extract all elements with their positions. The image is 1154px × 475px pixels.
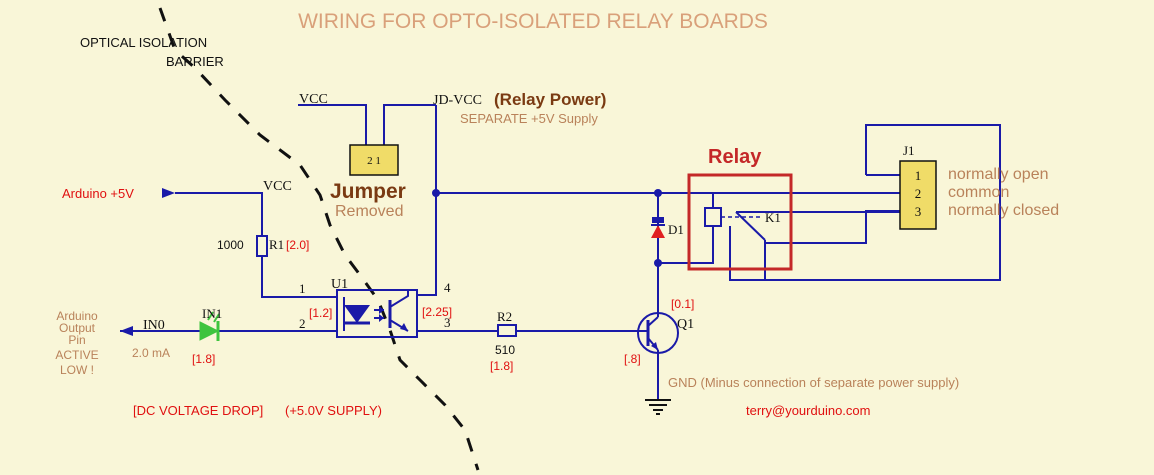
resistor-r1 bbox=[256, 235, 268, 257]
arduino-pin-line: Output bbox=[59, 321, 96, 335]
wire-r1-pin1 bbox=[261, 256, 337, 298]
wire-jdvcc-pin4 bbox=[417, 105, 437, 296]
u1-pin-3: 3 bbox=[444, 315, 451, 330]
relay-coil bbox=[704, 207, 722, 227]
jd-vcc-label: JD-VCC bbox=[433, 93, 482, 108]
j1-ref: J1 bbox=[903, 143, 915, 158]
email-label: terry@yourduino.com bbox=[746, 403, 870, 418]
arduino-5v-label: Arduino +5V bbox=[62, 186, 134, 201]
vcc-top-label: VCC bbox=[299, 92, 328, 107]
wire-k1-blade bbox=[735, 211, 766, 241]
connector-j1 bbox=[899, 160, 937, 230]
isolation-barrier bbox=[158, 7, 480, 471]
q1-be-drop: [.8] bbox=[624, 352, 641, 366]
r1-drop: [2.0] bbox=[286, 238, 309, 252]
u1-drop-in: [1.2] bbox=[309, 306, 332, 320]
isolation-label: OPTICAL ISOLATION bbox=[80, 35, 207, 50]
arduino-pin-line: Arduino bbox=[56, 309, 98, 323]
relay-title: Relay bbox=[708, 146, 762, 168]
j1-pin-2: 2 bbox=[915, 186, 922, 201]
r2-drop: [1.8] bbox=[490, 359, 513, 373]
r2-ref: R2 bbox=[497, 309, 512, 324]
diode-d1 bbox=[651, 217, 665, 238]
r2-value: 510 bbox=[495, 343, 515, 357]
jumper-status: Removed bbox=[335, 203, 403, 220]
optocoupler-u1 bbox=[336, 289, 418, 338]
junction-dot bbox=[654, 189, 662, 197]
arduino-pin-line: LOW ! bbox=[60, 363, 94, 377]
arduino-pin-line: Pin bbox=[68, 333, 85, 347]
barrier-label: BARRIER bbox=[166, 54, 224, 69]
junction-dot bbox=[432, 189, 440, 197]
junction-dot bbox=[654, 259, 662, 267]
u1-pin-4: 4 bbox=[444, 280, 451, 295]
j1-pin-3: 3 bbox=[915, 204, 922, 219]
q1-ce-drop: [0.1] bbox=[671, 297, 694, 311]
jumper-pins: 2 1 bbox=[367, 155, 381, 167]
wire-vcc-jumper bbox=[298, 104, 367, 145]
jumper-title: Jumper bbox=[330, 180, 406, 203]
vcc-left-label: VCC bbox=[263, 179, 292, 194]
relay-ref: K1 bbox=[765, 210, 781, 225]
arrow-arduino-5v bbox=[162, 188, 175, 198]
junctions bbox=[432, 189, 662, 267]
u1-drop-out: [2.25] bbox=[422, 305, 452, 319]
in1-drop: [1.8] bbox=[192, 352, 215, 366]
pin-label-normally-closed: normally closed bbox=[948, 202, 1059, 219]
resistor-r2 bbox=[497, 324, 517, 337]
q1-ref: Q1 bbox=[677, 317, 694, 332]
ground-note: GND (Minus connection of separate power … bbox=[668, 375, 959, 390]
in0-label: IN0 bbox=[143, 318, 165, 333]
wire-coil-bottom bbox=[658, 226, 714, 264]
led-in1 bbox=[199, 311, 220, 341]
relay-box bbox=[687, 173, 793, 271]
u1-pin-2: 2 bbox=[299, 316, 306, 331]
arduino-pin-label: Arduino Output Pin ACTIVE LOW ! bbox=[55, 309, 98, 377]
j1-pin-1: 1 bbox=[915, 168, 922, 183]
drop-note: [DC VOLTAGE DROP] bbox=[133, 403, 263, 418]
ground-symbol bbox=[645, 399, 671, 415]
r1-value: 1000 bbox=[217, 238, 244, 252]
relay-power-label: (Relay Power) bbox=[494, 90, 606, 109]
d1-ref: D1 bbox=[668, 222, 684, 237]
pin-label-common: common bbox=[948, 184, 1009, 201]
current-label: 2.0 mA bbox=[132, 346, 170, 360]
u1-pin-1: 1 bbox=[299, 281, 306, 296]
wire-jdvcc-jumper bbox=[383, 104, 436, 145]
page-title: WIRING FOR OPTO-ISOLATED RELAY BOARDS bbox=[298, 10, 768, 33]
transistor-q1 bbox=[637, 312, 679, 354]
supply-note: (+5.0V SUPPLY) bbox=[285, 403, 382, 418]
jumper-header bbox=[349, 144, 399, 176]
wires bbox=[120, 104, 1001, 400]
wire-k1-common bbox=[729, 226, 766, 281]
arrow-in0 bbox=[120, 326, 133, 336]
wire-k1-nc bbox=[765, 210, 900, 244]
r1-ref: R1 bbox=[269, 237, 284, 252]
arduino-pin-line: ACTIVE bbox=[55, 348, 98, 362]
pin-label-normally-open: normally open bbox=[948, 166, 1049, 183]
in1-ref: IN1 bbox=[202, 306, 222, 321]
separate-supply-label: SEPARATE +5V Supply bbox=[460, 111, 598, 126]
wire-vcc-r1 bbox=[175, 192, 263, 236]
u1-ref: U1 bbox=[331, 277, 348, 292]
wire-j1-loop bbox=[765, 124, 1001, 281]
